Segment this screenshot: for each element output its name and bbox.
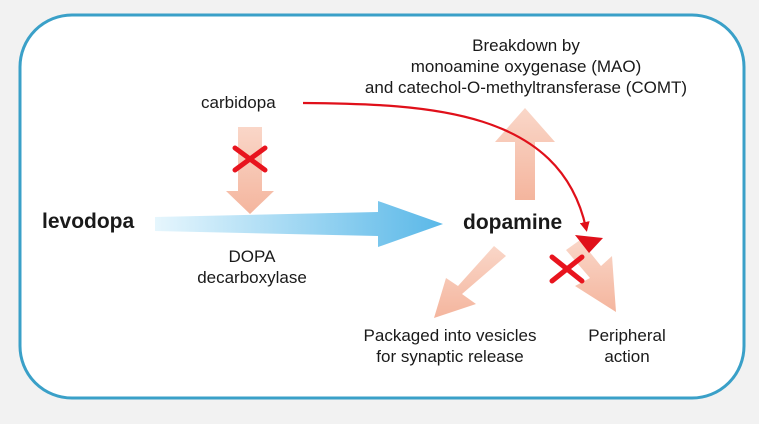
enzyme-label-line: decarboxylase bbox=[197, 268, 307, 287]
breakdown-arrow-up bbox=[495, 108, 555, 200]
breakdown-label-line: and catechol-O-methyltransferase (COMT) bbox=[364, 78, 688, 97]
inhibition-curve-arrowhead bbox=[575, 235, 603, 253]
peripheral-label: Peripheral action bbox=[575, 325, 679, 367]
vesicles-arrow bbox=[434, 246, 506, 318]
breakdown-label: Breakdown by monoamine oxygenase (MAO) a… bbox=[336, 35, 716, 98]
enzyme-label-line: DOPA bbox=[228, 247, 276, 266]
pathway-arrow bbox=[155, 201, 443, 247]
block-x-icon bbox=[232, 145, 268, 173]
peripheral-label-line: action bbox=[604, 347, 650, 366]
peripheral-label-line: Peripheral bbox=[588, 326, 666, 345]
vesicles-label-line: Packaged into vesicles bbox=[363, 326, 537, 345]
enzyme-label: DOPA decarboxylase bbox=[189, 246, 315, 288]
block-x-icon bbox=[549, 254, 585, 284]
dopamine-label: dopamine bbox=[463, 211, 563, 234]
vesicles-label-line: for synaptic release bbox=[376, 347, 524, 366]
vesicles-label: Packaged into vesicles for synaptic rele… bbox=[350, 325, 550, 367]
breakdown-label-line: Breakdown by bbox=[472, 36, 580, 55]
levodopa-label: levodopa bbox=[42, 210, 135, 233]
inhibition-curve-arrow bbox=[302, 101, 590, 232]
carbidopa-label: carbidopa bbox=[201, 93, 276, 112]
breakdown-label-line: monoamine oxygenase (MAO) bbox=[410, 57, 642, 76]
